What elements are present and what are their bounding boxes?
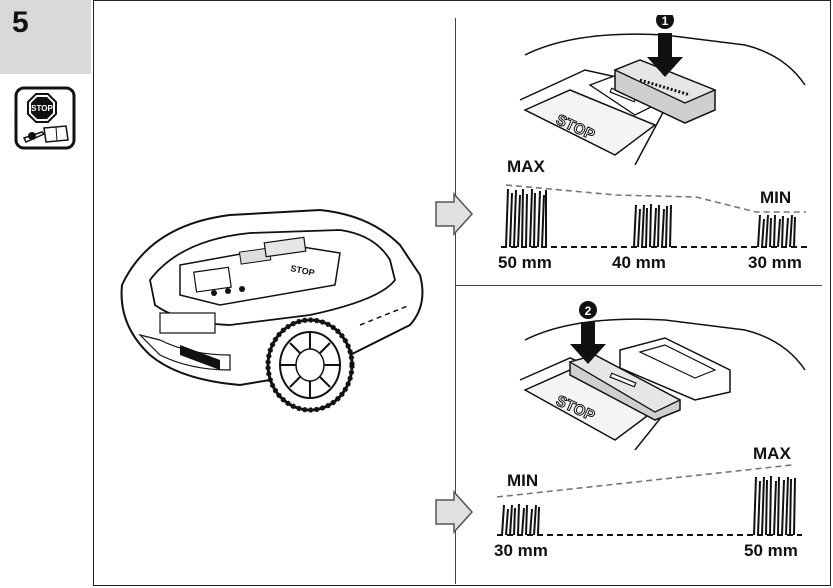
step-tab: 5 (0, 0, 91, 74)
top-height-50: 50 mm (498, 253, 552, 272)
top-height-40: 40 mm (612, 253, 666, 272)
illustration-frame (93, 0, 831, 586)
top-max-label: MAX (507, 157, 545, 176)
callout-2-number: 2 (585, 304, 592, 318)
robotic-mower-illustration: STOP (120, 208, 424, 413)
callout-1-number: 1 (662, 15, 669, 28)
right-arrow-icon (435, 192, 474, 236)
bottom-max-label: MAX (753, 444, 791, 463)
height-knob-top-illustration: STOP 1 (519, 15, 806, 165)
callout-1-icon (656, 15, 674, 29)
step-number: 5 (12, 6, 29, 39)
bottom-height-50: 50 mm (744, 541, 798, 560)
right-arrow-icon (435, 490, 474, 534)
callout-2-icon (579, 301, 597, 319)
bottom-height-30: 30 mm (494, 541, 548, 560)
height-knob-bottom-illustration: STOP 2 (519, 301, 806, 450)
grass-height-scale-top (501, 184, 811, 248)
bottom-min-label: MIN (507, 471, 539, 490)
top-min-label: MIN (760, 188, 792, 207)
vertical-divider (455, 18, 456, 584)
horizontal-divider (456, 285, 822, 286)
mower-stop-label: STOP (290, 263, 316, 278)
top-height-30: 30 mm (748, 253, 802, 272)
stop-and-manual-icon: STOP (14, 86, 76, 150)
svg-text:STOP: STOP (31, 104, 53, 113)
grass-height-scale-bottom (496, 464, 802, 536)
